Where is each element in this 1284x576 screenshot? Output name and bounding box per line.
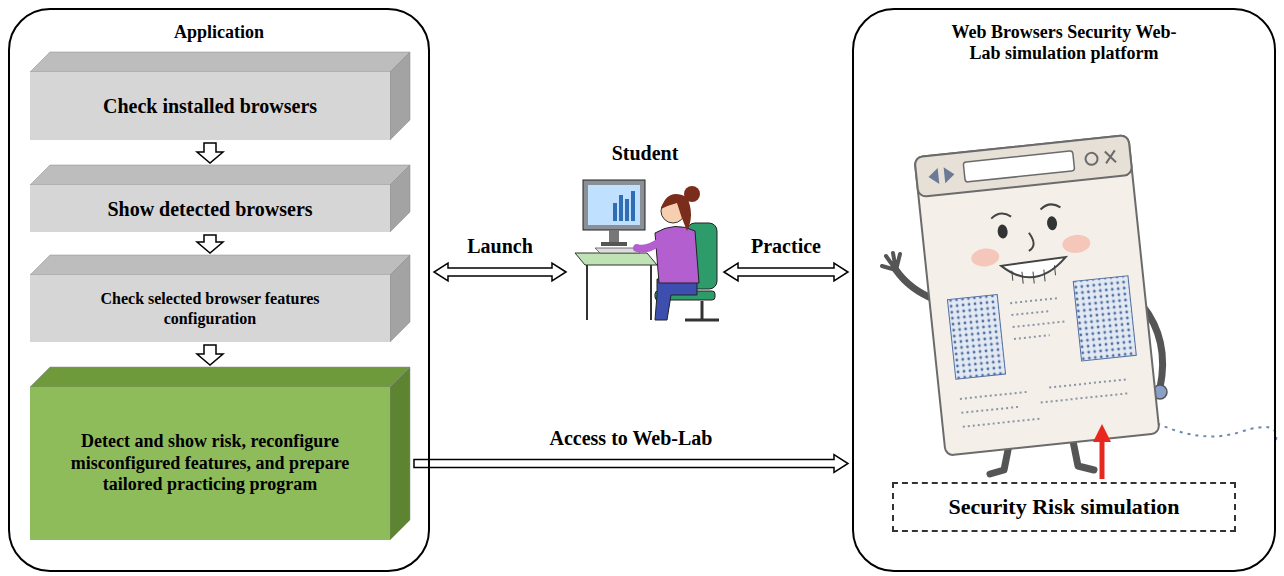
weblab-panel: Security Risk simulation Web Browsers Sec… (852, 8, 1276, 572)
browser-character (1012, 265, 1056, 285)
connector-arrow (724, 263, 848, 281)
process-box: Check installed browsers (30, 72, 390, 140)
edge-label: Launch (464, 235, 536, 257)
result-box: Detect and show risk, reconfigure miscon… (30, 387, 390, 540)
figure-label: Student (570, 142, 720, 165)
edge-label: Access to Web-Lab (547, 427, 716, 449)
student-illustration (655, 226, 699, 283)
red-arrow (1093, 424, 1111, 479)
browser-character (1046, 216, 1057, 231)
student-illustration (583, 180, 645, 230)
browser-character (963, 151, 1074, 182)
box-side-face (390, 367, 410, 540)
box-top-face (30, 165, 410, 185)
student-illustration (613, 203, 617, 221)
browser-character (914, 135, 1132, 197)
browser-character (928, 168, 940, 185)
browser-character (947, 294, 1005, 379)
box-3d-face (30, 255, 410, 342)
connector-arrow (197, 235, 223, 253)
box-text: Detect and show risk, reconfigure miscon… (70, 431, 350, 496)
box-side-face (390, 52, 410, 140)
browser-character (882, 253, 900, 270)
process-box: Check selected browser features configur… (30, 275, 390, 342)
browser-character (1150, 420, 1276, 440)
red-arrow (1100, 440, 1105, 479)
box-3d-face (30, 367, 410, 540)
box-top-face (30, 367, 410, 387)
browser-character (970, 247, 1000, 268)
browser-character (1027, 232, 1034, 250)
student-illustration (631, 191, 635, 221)
browser-character (1061, 233, 1091, 254)
box-top-face (30, 255, 410, 275)
simulation-box: Security Risk simulation (892, 482, 1236, 532)
browser-character (1001, 257, 1067, 280)
box-text: Show detected browsers (107, 197, 312, 221)
student-illustration (575, 253, 657, 265)
student-illustration (625, 199, 629, 221)
student-illustration (619, 195, 623, 221)
browser-character (1073, 276, 1136, 361)
box-side-face (390, 255, 410, 342)
student-illustration (609, 230, 619, 242)
box-side-face (390, 165, 410, 232)
browser-character (1085, 152, 1098, 165)
connector-arrow (197, 143, 223, 163)
student-illustration (637, 241, 661, 249)
browser-character (914, 135, 1159, 456)
student-illustration (701, 301, 704, 320)
browser-character (1105, 150, 1116, 163)
box-text: Security Risk simulation (948, 494, 1179, 520)
box-text: Check installed browsers (103, 94, 317, 118)
box-3d-face (30, 52, 410, 140)
red-arrow (1093, 424, 1111, 442)
box-3d-faces (30, 52, 410, 540)
browser-character (950, 292, 1131, 427)
connector-arrow (414, 455, 848, 473)
student-illustration (685, 319, 719, 322)
box-text: Check selected browser features configur… (70, 289, 350, 327)
student-illustration (601, 242, 627, 246)
panel-title: Application (10, 22, 428, 43)
connector-arrow (434, 263, 566, 281)
student-illustration (575, 180, 719, 320)
process-box: Show detected browsers (30, 185, 390, 232)
panel-title: Web Browsers Security Web-Lab simulation… (949, 22, 1179, 63)
student-illustration (586, 265, 588, 320)
box-top-face (30, 52, 410, 72)
browser-character (882, 135, 1276, 474)
student-figure: Student (570, 140, 720, 330)
browser-character (990, 203, 1060, 218)
box-3d-face (30, 165, 410, 232)
application-panel: Check installed browsersShow detected br… (8, 8, 430, 572)
edge-label: Practice (748, 235, 824, 257)
browser-character (944, 166, 956, 183)
student-illustration (684, 186, 700, 202)
browser-character (914, 135, 1159, 456)
student-illustration (588, 185, 640, 225)
student-illustration (650, 265, 652, 320)
browser-character (997, 224, 1008, 239)
connector-arrow (197, 345, 223, 365)
student-illustration (655, 279, 697, 320)
